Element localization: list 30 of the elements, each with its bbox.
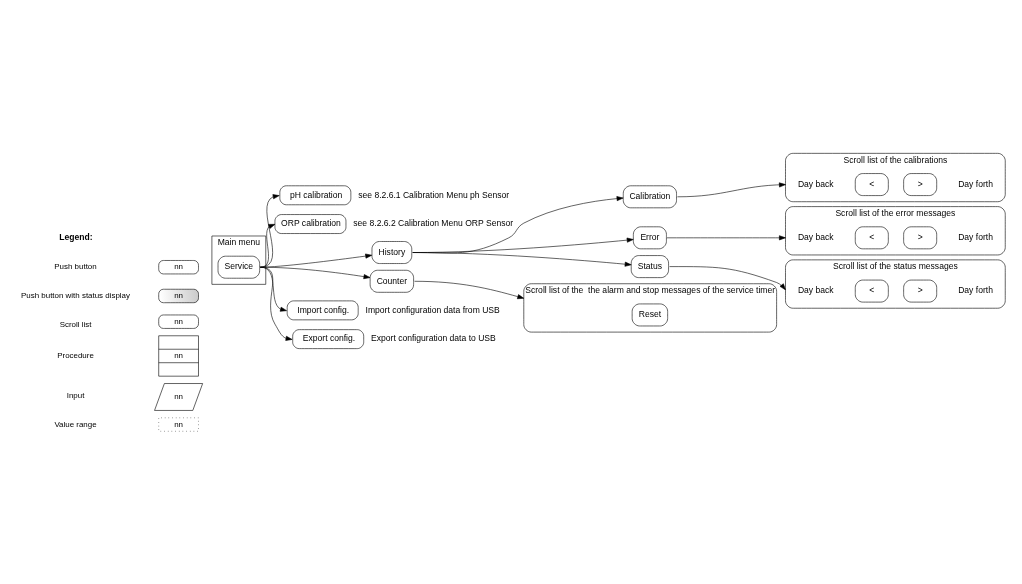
node-box: < — [854, 279, 889, 303]
node-box: > — [903, 173, 937, 196]
node-box: > — [903, 226, 937, 250]
node-box: Import config. — [286, 300, 359, 321]
node-box: ORP calibration — [274, 214, 347, 234]
arrow — [677, 182, 786, 198]
node-box: Reset — [631, 303, 668, 327]
node-box: Export config. — [292, 329, 364, 349]
label: Legend: — [59, 232, 93, 243]
node-box: Calibration — [622, 185, 677, 209]
node-label: Export configuration data to USB — [371, 333, 496, 344]
node-label: see 8.2.6.2 Calibration Menu ORP Sensor — [353, 218, 514, 229]
node-box: Counter — [369, 269, 414, 293]
arrow — [259, 194, 280, 268]
node-box: pH calibration — [279, 185, 352, 206]
node-box: < — [854, 173, 889, 196]
arrow — [259, 266, 293, 341]
node-box: < — [854, 226, 889, 250]
node-label: see 8.2.6.1 Calibration Menu ph Sensor — [358, 189, 510, 200]
node-box: Service — [217, 255, 260, 279]
node-box: History — [371, 241, 413, 264]
arrow — [669, 266, 786, 291]
arrow — [414, 281, 525, 300]
node-label: Import configuration data from USB — [365, 304, 500, 315]
arrow — [412, 252, 632, 267]
arrow — [259, 224, 276, 268]
node-box: Error — [633, 226, 667, 250]
node-box: Status — [630, 255, 669, 278]
arrow — [666, 235, 786, 241]
node-box: > — [903, 279, 937, 303]
